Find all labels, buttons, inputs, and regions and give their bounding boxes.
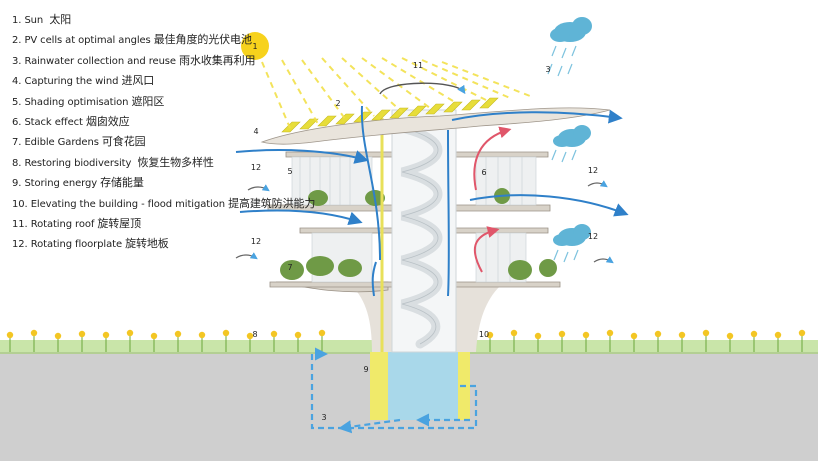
legend-item-shading: 5. Shading optimisation 遮阳区 (12, 94, 165, 108)
callout-garden: 7 (287, 263, 292, 272)
legend-item-rainwater: 3. Rainwater collection and reuse 雨水收集再利… (12, 53, 256, 67)
callout-sun: 1 (252, 42, 257, 51)
legend-item-sun: 1. Sun 太阳 (12, 13, 72, 26)
legend-list: 1. Sun 太阳 2. PV cells at optimal angles … (12, 10, 315, 255)
legend-item-edible-gardens: 7. Edible Gardens 可食花园 (12, 135, 146, 149)
pv-panels (281, 97, 499, 133)
callout-roof: 11 (413, 61, 423, 70)
rain-cloud-top (550, 17, 592, 42)
rain-cloud-bottom (553, 224, 591, 246)
legend-item-biodiversity: 8. Restoring biodiversity 恢复生物多样性 (12, 155, 214, 169)
wind-arrows (235, 105, 629, 297)
callout-rain-bottom: 3 (321, 413, 326, 422)
callout-wind: 4 (253, 127, 258, 136)
legend-item-stack-effect: 6. Stack effect 烟囱效应 (12, 115, 130, 129)
trunk-right (456, 286, 500, 352)
callout-shading: 5 (287, 167, 292, 176)
sun-icon (241, 32, 269, 60)
rain-cloud-middle (553, 125, 591, 147)
water-storage-tank (388, 352, 458, 420)
legend-item-energy: 9. Storing energy 存储能量 (12, 176, 144, 190)
callout-pv: 2 (335, 99, 340, 108)
callout-storage: 9 (363, 365, 368, 374)
callout-stack: 6 (481, 168, 486, 177)
sun-rays (261, 57, 531, 129)
stack-effect-arrows (473, 126, 512, 273)
edible-garden-plants (280, 188, 557, 280)
callout-floor-right-bottom: 12 (588, 232, 598, 241)
callout-biodiversity: 8 (252, 330, 257, 339)
callout-floor-right-top: 12 (588, 166, 598, 175)
legend-item-wind: 4. Capturing the wind 进风口 (12, 74, 155, 88)
callout-rain-top: 3 (545, 65, 550, 74)
callout-floor-left-top: 12 (251, 163, 261, 172)
floor-rotation-arrows (235, 180, 614, 264)
legend-item-pv: 2. PV cells at optimal angles 最佳角度的光伏电池 (12, 33, 252, 47)
legend-item-rotating-roof: 11. Rotating roof 旋转屋顶 (12, 217, 141, 231)
rainwater-loop-path (310, 347, 478, 430)
rotating-roof (260, 107, 611, 145)
energy-storage-left (370, 352, 388, 420)
legend-item-flood: 10. Elevating the building - flood mitig… (12, 196, 316, 210)
callout-floor-left-bottom: 12 (251, 237, 261, 246)
callout-flood: 10 (479, 330, 489, 339)
roof-rotation-arrow (379, 82, 466, 95)
legend-item-rotating-floorplate: 12. Rotating floorplate 旋转地板 (12, 237, 169, 251)
rain-drops (547, 45, 579, 263)
